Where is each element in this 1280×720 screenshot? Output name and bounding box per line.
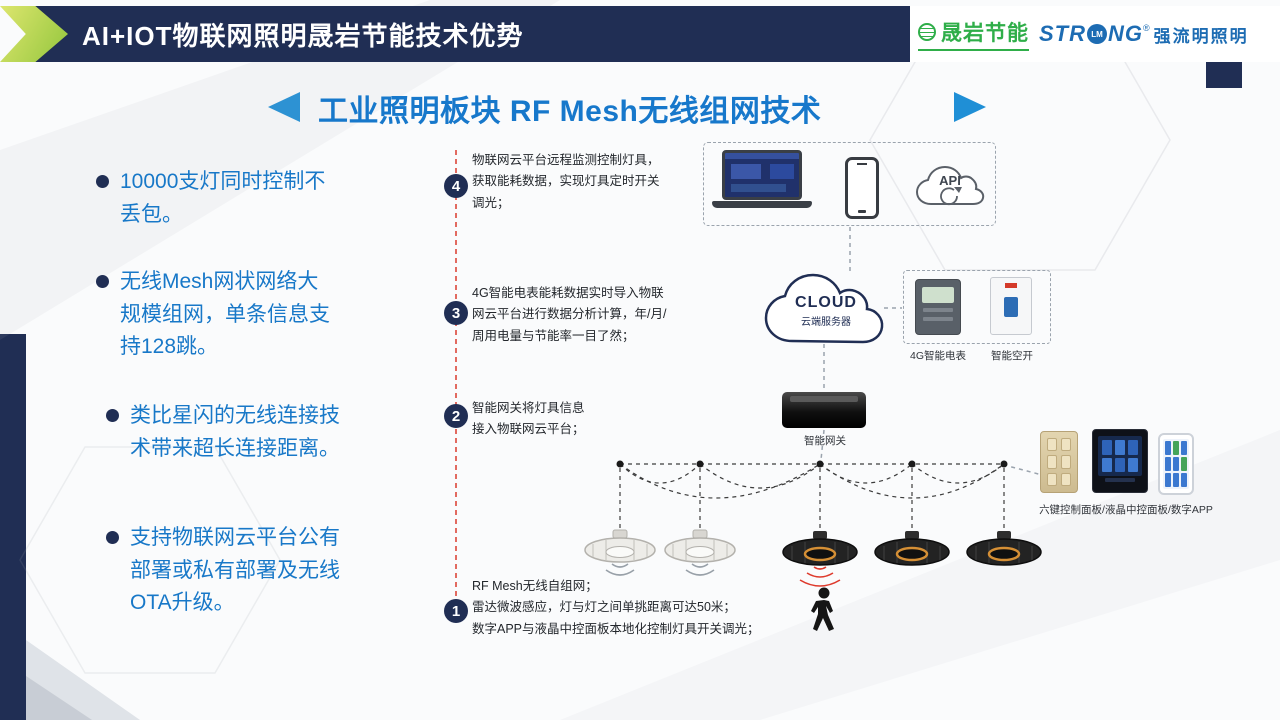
cloud-clients-box [703,142,996,226]
app-tile [1181,441,1187,455]
circuit-breaker-icon [990,277,1032,335]
highbay-light-dark-3 [966,531,1042,566]
highbay-light-white-1 [584,529,656,563]
cloud-subtitle: 云端服务器 [801,317,851,328]
mesh-nodes [616,460,1008,468]
dashboard-chart [731,184,786,192]
breaker-handle [1004,297,1018,317]
cloud-shape [764,273,884,344]
title-left-triangle-icon [268,92,300,122]
step-number-badge: 3 [444,301,468,325]
shengyan-logo-text: 晟岩节能 [941,22,1029,45]
app-phone-icon [1158,433,1194,495]
logo-area: 晟岩节能 STR LM NG ® 强流明照明 [910,6,1280,62]
panel-key [1047,455,1057,469]
highbay-light-white-2 [664,529,736,563]
laptop-icon [712,150,812,208]
bullet-item: 支持物联网云平台公有部署或私有部署及无线OTA升级。 [104,522,346,620]
lcd-detail [1105,478,1135,482]
section-title: 工业照明板块 RF Mesh无线组网技术 [318,95,822,128]
lcd-tile [1115,440,1125,455]
bullet-item: 10000支灯同时控制不丢包。 [94,166,336,231]
lcd-tile [1115,457,1125,472]
panel-key [1061,438,1071,452]
app-tile [1173,473,1179,487]
panels-label: 六键控制面板/液晶中控面板/数字APP [1039,504,1213,516]
left-accent-strip [0,334,26,720]
step-number-badge: 1 [444,599,468,623]
lcd-tile [1128,440,1138,455]
step-description: RF Mesh无线自组网； 雷达微波感应，灯与灯之间单挑距离可达50米； 数字A… [472,579,760,636]
app-tile [1165,473,1171,487]
lcd-screen [1098,436,1142,476]
meters-box [903,270,1051,344]
gateway-detail [790,396,858,402]
shengyan-logo: 晟岩节能 [918,17,1029,51]
lcd-panel-icon [1092,429,1148,493]
header-bar: AI+IOT物联网照明晟岩节能技术优势 [26,6,910,62]
dashboard-chart [770,164,794,179]
step-description: 物联网云平台远程监测控制灯具， 获取能耗数据，实现灯具定时开关 调光； [472,153,660,210]
app-tile [1165,457,1171,471]
strong-logo-o-icon: LM [1087,24,1107,44]
laptop-base [712,201,812,208]
breaker-label: 智能空开 [991,350,1033,362]
step-number-badge: 4 [444,174,468,198]
title-right-triangle-icon [954,92,986,122]
person-icon [811,587,834,631]
bullet-item: 类比星闪的无线连接技术带来超长连接距离。 [104,400,346,465]
smart-meter-icon [915,279,961,335]
strong-logo-text-pre: STR [1039,21,1086,46]
app-screen [1163,439,1189,489]
dashboard-chart [731,164,761,179]
bullet-item: 无线Mesh网状网络大规模组网，单条信息支持128跳。 [94,266,336,364]
meter-detail [923,317,953,321]
app-tile [1181,457,1187,471]
navy-accent-square [1206,62,1242,88]
strong-logo-text-post: NG [1108,21,1143,46]
app-tile [1181,473,1187,487]
app-tile [1173,441,1179,455]
diagram-connectors [820,227,1047,477]
step-description: 智能网关将灯具信息 接入物联网云平台； [472,401,585,437]
smartphone-icon [845,157,879,219]
panel-key [1047,472,1057,486]
step-number-badge: 2 [444,404,468,428]
lcd-tile [1102,440,1112,455]
laptop-screen [722,150,802,200]
mesh-network [619,463,1005,533]
meter-label: 4G智能电表 [909,350,966,362]
wifi-waves-icon [605,563,715,576]
globe-icon [918,23,936,41]
strong-logo-cn: 强流明照明 [1153,26,1249,46]
step-description: 4G智能电表能耗数据实时导入物联 网云平台进行数据分析计算，年/月/ 周用电量与… [472,286,667,343]
meter-screen [922,287,954,303]
page-title: AI+IOT物联网照明晟岩节能技术优势 [82,20,524,51]
strong-logo: STR LM NG ® 强流明照明 [1039,21,1249,47]
meter-detail [923,308,953,312]
strong-logo-o-text: LM [1091,29,1103,39]
panel-key [1061,472,1071,486]
api-label: API [939,173,961,188]
dashboard-header [725,153,799,159]
lcd-tile [1102,457,1112,472]
app-tile [1173,457,1179,471]
highbay-light-dark-1 [782,531,858,566]
gateway-label: 智能网关 [804,435,846,447]
api-cloud-icon: API [915,160,985,216]
cloud-title: CLOUD [795,294,857,311]
registered-mark: ® [1143,23,1150,33]
gateway-icon [782,392,866,428]
app-tile [1165,441,1171,455]
highbay-light-dark-2 [874,531,950,566]
radar-waves-icon [799,566,841,587]
breaker-indicator [1005,283,1017,288]
six-key-panel-icon [1040,431,1078,493]
panel-key [1047,438,1057,452]
lcd-tile [1128,457,1138,472]
panel-key [1061,455,1071,469]
api-cloud-outline [915,165,985,206]
